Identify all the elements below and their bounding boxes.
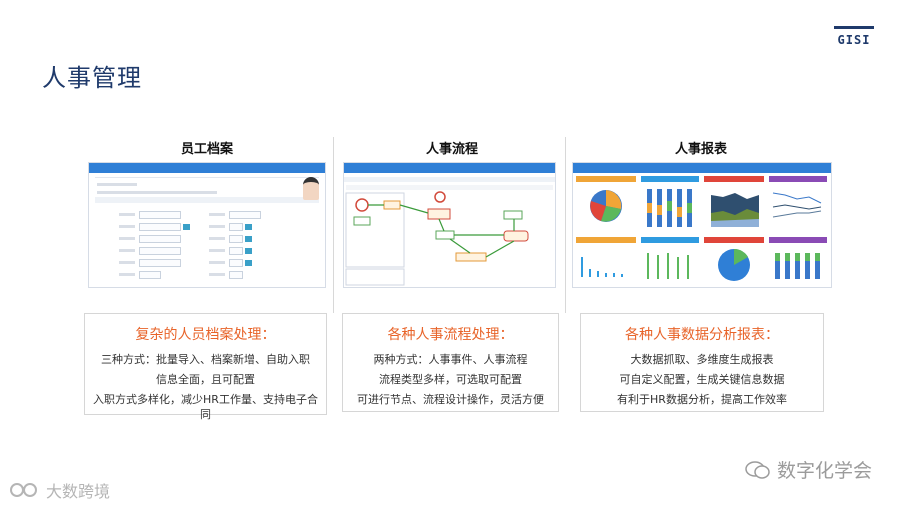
logo-text: GISI	[837, 33, 871, 47]
card-line: 信息全面，且可配置	[156, 373, 255, 386]
card-line: 三种方式：批量导入、档案新增、自助入职	[101, 353, 310, 366]
watermark-right: 数字化学会	[745, 456, 872, 483]
report-dashboard	[576, 176, 827, 281]
gisi-logo: GISI	[834, 26, 874, 50]
avatar	[303, 177, 319, 200]
heading-hr-reports: 人事报表	[674, 142, 727, 157]
card-title: 复杂的人员档案处理：	[135, 327, 276, 343]
card-line: 可自定义配置，生成关键信息数据	[619, 373, 785, 386]
card-title: 各种人事数据分析报表：	[625, 327, 779, 343]
card-line: 同	[200, 408, 211, 421]
card-line: 可进行节点、流程设计操作，灵活方便	[357, 393, 544, 406]
hr-reports-card: 各种人事数据分析报表： 大数据抓取、多维度生成报表 可自定义配置，生成关键信息数…	[580, 313, 824, 412]
card-line: 两种方式：人事事件、人事流程	[373, 353, 528, 366]
card-line: 有利于HR数据分析，提高工作效率	[617, 393, 787, 406]
column-divider	[333, 137, 334, 313]
watermark-left-text: 大数跨境	[46, 482, 111, 501]
heading-employee-files: 员工档案	[180, 142, 233, 157]
card-line: 入职方式多样化，减少HR工作量、支持电子合	[93, 393, 318, 406]
hr-reports-screenshot	[572, 162, 832, 288]
wechat-icon	[745, 460, 770, 479]
heading-hr-process: 人事流程	[425, 142, 478, 157]
hr-process-card: 各种人事流程处理： 两种方式：人事事件、人事流程 流程类型多样，可选取可配置 可…	[342, 313, 559, 412]
watermark-left: 大数跨境	[10, 478, 110, 502]
watermark-right-text: 数字化学会	[776, 460, 872, 482]
card-title: 各种人事流程处理：	[387, 327, 514, 343]
hr-process-screenshot	[343, 162, 556, 288]
card-line: 流程类型多样，可选取可配置	[379, 373, 522, 386]
page-title: 人事管理	[42, 64, 142, 92]
process-flow-diagram	[345, 191, 529, 286]
employee-files-screenshot	[88, 162, 326, 288]
card-line: 大数据抓取、多维度生成报表	[630, 353, 774, 366]
employee-files-card: 复杂的人员档案处理： 三种方式：批量导入、档案新增、自助入职 信息全面，且可配置…	[84, 313, 327, 421]
brand-mark-icon	[10, 483, 37, 497]
column-divider	[565, 137, 566, 313]
